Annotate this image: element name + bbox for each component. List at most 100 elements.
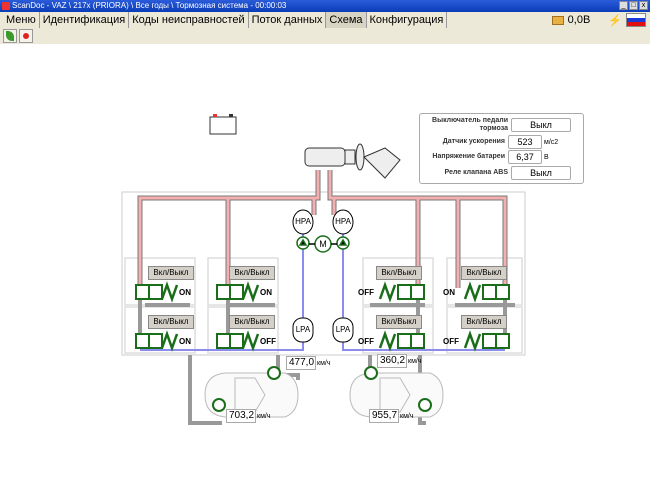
plug-icon: ⚡ [608, 14, 622, 27]
speed-value: 703,2 [226, 409, 256, 423]
valve-symbol [216, 330, 260, 352]
valve-toggle-button[interactable]: Вкл/Выкл [376, 315, 422, 329]
valve-part [148, 333, 163, 349]
battery-icon [209, 114, 237, 135]
speed-value: 477,0 [286, 356, 316, 370]
valve-part [495, 284, 510, 300]
valve-symbol [463, 330, 510, 352]
valve-symbol [135, 330, 179, 352]
param-unit: В [544, 153, 549, 161]
toolbar [0, 28, 650, 44]
valve-part [482, 333, 497, 349]
param-unit: м/с2 [544, 138, 559, 146]
valve-toggle-button[interactable]: Вкл/Выкл [229, 315, 275, 329]
valve-part [378, 281, 397, 303]
valve-part [397, 333, 412, 349]
valve-toggle-button[interactable]: Вкл/Выкл [461, 266, 507, 280]
param-label: Выключатель педали тормоза [432, 117, 508, 132]
valve-state: OFF [358, 337, 374, 346]
abs-unit-frame [121, 191, 526, 356]
wheel-sensors [212, 366, 432, 412]
speed-unit: км/ч [317, 359, 331, 367]
abs-relay-value: Выкл [511, 166, 571, 180]
motor-label: M [319, 239, 327, 249]
tab-identification[interactable]: Идентификация [40, 12, 130, 28]
valve-toggle-button[interactable]: Вкл/Выкл [461, 315, 507, 329]
valve-symbols [135, 281, 510, 352]
battery-voltage-value: 6,37 [508, 150, 542, 164]
brake-pedal-value: Выкл [511, 118, 571, 132]
tab-scheme[interactable]: Схема [326, 12, 367, 28]
valve-state: ON [179, 337, 191, 346]
battery-icon [551, 15, 564, 25]
valve-part [160, 330, 179, 352]
valve-part [463, 330, 482, 352]
valve-state: ON [179, 288, 191, 297]
valve-toggle-button[interactable]: Вкл/Выкл [376, 266, 422, 280]
valve-part [216, 333, 231, 349]
valve-part [482, 284, 497, 300]
tab-data-stream[interactable]: Поток данных [249, 12, 327, 28]
window-title: ScanDoc - VAZ \ 217x (PRIORA) \ Все годы… [12, 1, 287, 10]
app-icon [2, 2, 10, 10]
record-icon [23, 33, 29, 39]
valve-part [410, 284, 425, 300]
close-button[interactable]: x [639, 1, 648, 10]
valve-part [229, 284, 244, 300]
valve-state: OFF [358, 288, 374, 297]
tab-configuration[interactable]: Конфигурация [367, 12, 448, 28]
lpa-left-label: LPA [295, 325, 311, 334]
valve-part [229, 333, 244, 349]
valve-part [148, 284, 163, 300]
minimize-button[interactable]: _ [619, 1, 628, 10]
leaf-icon [6, 31, 14, 41]
pump-icons [296, 235, 350, 253]
lpa-right [332, 317, 354, 343]
valve-symbol [216, 281, 260, 303]
tab-menu[interactable]: Меню [3, 12, 40, 28]
connect-button[interactable] [3, 29, 17, 43]
menu-bar: Меню Идентификация Коды неисправностей П… [0, 12, 650, 28]
return-pipes [140, 230, 505, 351]
stop-button[interactable] [19, 29, 33, 43]
speed-value: 955,7 [369, 409, 399, 423]
valve-toggle-button[interactable]: Вкл/Выкл [229, 266, 275, 280]
master-cylinder-icon [304, 143, 401, 179]
valve-part [241, 330, 260, 352]
valve-toggle-button[interactable]: Вкл/Выкл [148, 266, 194, 280]
param-label: Реле клапана ABS [444, 169, 508, 176]
speed-unit: км/ч [257, 412, 271, 420]
valve-symbol [463, 281, 510, 303]
language-flag-icon[interactable] [626, 13, 646, 27]
voltage-readout: 0,0В [567, 14, 591, 26]
speed-value: 360,2 [377, 354, 407, 368]
valve-part [216, 284, 231, 300]
valve-symbol [378, 281, 425, 303]
valve-state: ON [260, 288, 272, 297]
hpa-right [332, 209, 354, 235]
valve-toggle-button[interactable]: Вкл/Выкл [148, 315, 194, 329]
valve-part [160, 281, 179, 303]
valve-part [463, 281, 482, 303]
status-area: 0,0В ⚡ [551, 13, 646, 27]
valve-part [378, 330, 397, 352]
valve-state: OFF [443, 337, 459, 346]
maximize-button[interactable]: □ [629, 1, 638, 10]
title-bar: ScanDoc - VAZ \ 217x (PRIORA) \ Все годы… [0, 0, 650, 12]
valve-part [241, 281, 260, 303]
lpa-left [292, 317, 314, 343]
valve-part [135, 284, 150, 300]
valve-part [495, 333, 510, 349]
param-label: Напряжение батареи [432, 153, 505, 160]
valve-state: ON [443, 288, 455, 297]
car-left-icon [204, 372, 299, 418]
tab-fault-codes[interactable]: Коды неисправностей [129, 12, 249, 28]
param-label: Датчик ускорения [442, 138, 505, 145]
valve-state: OFF [260, 337, 276, 346]
